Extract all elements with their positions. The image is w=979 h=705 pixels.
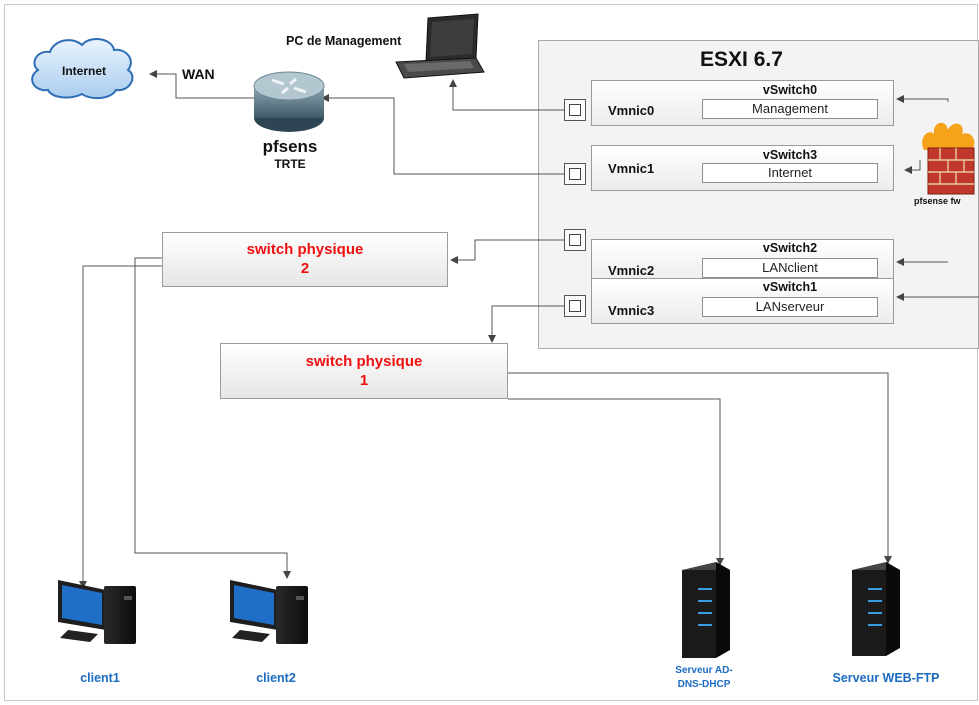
nic-port-icon [564, 295, 586, 317]
internet-label: Internet [62, 64, 107, 78]
vswitch-name-1: vSwitch3 [762, 148, 818, 162]
firewall-label: pfsense fw [914, 196, 961, 206]
server-ad-label: Serveur AD-DNS-DHCP [675, 665, 733, 690]
vmnic-label-3: Vmnic3 [608, 303, 655, 318]
portgroup-3: LANserveur [702, 297, 878, 317]
desktop-computer-icon [58, 580, 136, 644]
client1-label: client1 [80, 671, 120, 685]
vswitch-name-0: vSwitch0 [762, 83, 818, 97]
firewall-icon [922, 122, 975, 195]
router-icon [253, 71, 325, 132]
server-icon [682, 562, 730, 658]
switch1-line1: switch physique [305, 353, 423, 370]
physical-switch-2: switch physique 2 [162, 232, 448, 287]
switch2-line2: 2 [300, 260, 310, 277]
wan-label: WAN [182, 66, 215, 82]
cloud-icon [31, 38, 134, 100]
server-web-label: Serveur WEB-FTP [832, 671, 940, 685]
laptop-icon [395, 13, 485, 79]
router-name: pfsens [262, 137, 318, 156]
client2-label: client2 [256, 671, 296, 685]
laptop-label: PC de Management [286, 34, 402, 48]
vmnic-label-2: Vmnic2 [608, 263, 655, 278]
portgroup-2: LANclient [702, 258, 878, 278]
portgroup-1: Internet [702, 163, 878, 183]
nic-port-icon [564, 99, 586, 121]
switch2-line1: switch physique [246, 241, 364, 258]
router-sub: TRTE [274, 157, 306, 171]
vmnic-label-0: Vmnic0 [608, 103, 655, 118]
switch1-line2: 1 [359, 372, 369, 389]
nic-port-icon [564, 229, 586, 251]
esxi-title: ESXI 6.7 [700, 48, 783, 71]
physical-switch-1: switch physique 1 [220, 343, 508, 399]
vswitch-name-3: vSwitch1 [762, 280, 818, 294]
nic-port-icon [564, 163, 586, 185]
portgroup-0: Management [702, 99, 878, 119]
desktop-computer-icon [230, 580, 308, 644]
vmnic-label-1: Vmnic1 [608, 161, 655, 176]
server-icon [852, 562, 900, 656]
diagram-frame [4, 4, 978, 701]
vswitch-name-2: vSwitch2 [762, 241, 818, 255]
